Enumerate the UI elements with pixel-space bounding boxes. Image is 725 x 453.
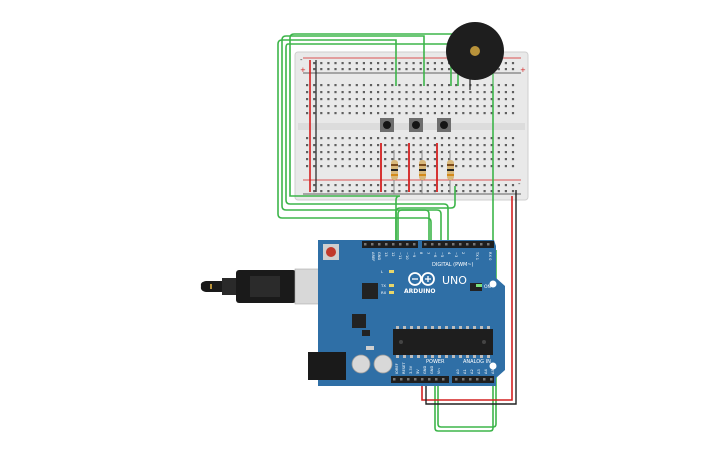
- rail-minus-label-top: -: [300, 56, 303, 64]
- analog-pin-label: A1: [463, 369, 467, 374]
- analog-pin-label: A0: [456, 369, 460, 374]
- led-label: TX: [380, 283, 386, 288]
- on-label: ON: [484, 284, 491, 290]
- power-jack[interactable]: [308, 352, 346, 380]
- crystal: [366, 346, 374, 350]
- digital-pin-label: 8: [419, 252, 423, 255]
- digital-pin-label: 4: [447, 252, 451, 255]
- power-wire-black[interactable]: [425, 190, 517, 405]
- analog-label: ANALOG IN: [463, 359, 491, 365]
- led-label: RX: [381, 290, 387, 295]
- mount-hole-3: [489, 362, 497, 370]
- resistor-3[interactable]: [447, 150, 454, 194]
- digital-pin-label: ~6: [433, 252, 437, 258]
- digital-pin-label: ~11: [398, 252, 402, 260]
- digital-pin-label: 7: [426, 252, 430, 254]
- capacitor-1: [351, 354, 371, 374]
- led-rx: [389, 291, 394, 294]
- analog-pin-label: A3: [477, 369, 481, 374]
- digital-pin-label: ~3: [454, 252, 458, 257]
- push-button-3[interactable]: [437, 118, 451, 132]
- digital-pin-label: AREF: [371, 252, 375, 261]
- power-pin-label: RESET: [402, 362, 406, 374]
- analog-pin-label: A2: [470, 369, 474, 374]
- led-on: [476, 284, 482, 287]
- led-l: [389, 270, 394, 273]
- power-pin-label: GND: [430, 366, 434, 374]
- power-pin-label: 5V: [416, 369, 420, 374]
- reset-button[interactable]: [323, 244, 339, 260]
- push-button-2[interactable]: [409, 118, 423, 132]
- led-label: L: [381, 269, 384, 274]
- rail-plus-label-right: +: [520, 66, 526, 74]
- resistor-1[interactable]: [391, 150, 398, 194]
- digital-pin-label: 13: [384, 252, 388, 257]
- digital-header-right[interactable]: [422, 241, 494, 248]
- green-wire-loops[interactable]: [277, 33, 459, 245]
- analog-header[interactable]: [452, 376, 494, 383]
- digital-pin-label: TX 1: [475, 251, 479, 260]
- power-pin-label: Vin: [437, 368, 441, 374]
- push-button-1[interactable]: [380, 118, 394, 132]
- atmega-chip: [393, 326, 493, 358]
- brand-text: ARDUINO: [404, 288, 435, 295]
- digital-pin-label: ~10: [405, 252, 409, 260]
- capacitor-2: [373, 354, 393, 374]
- digital-pin-label: ~9: [412, 252, 416, 258]
- rail-plus-label-top: +: [300, 66, 306, 74]
- arduino-uno-board[interactable]: ARDUINO UNO ON DIGITAL (PWM~) POWER ANAL…: [308, 240, 505, 386]
- power-label: POWER: [426, 359, 445, 365]
- digital-pin-label: 12: [391, 252, 395, 257]
- breadboard-holes: [306, 62, 515, 193]
- power-wire-green[interactable]: [437, 250, 497, 428]
- power-pin-label: IOREF: [395, 363, 399, 374]
- usb-chip: [362, 283, 378, 299]
- arduino-logo-icon: [408, 272, 435, 286]
- power-pin-label: GND: [423, 366, 427, 374]
- digital-pin-label: GND: [377, 252, 381, 260]
- power-header[interactable]: [391, 376, 449, 383]
- digital-pin-label: ~5: [440, 252, 444, 257]
- analog-pin-label: A5: [491, 369, 495, 374]
- led-tx: [389, 284, 394, 287]
- rail-minus-label-bottom: -: [518, 180, 521, 188]
- buzzer-wire-green[interactable]: [434, 86, 494, 432]
- digital-pin-label: 2: [461, 252, 465, 254]
- analog-pin-label: A4: [484, 369, 488, 374]
- digital-label: DIGITAL (PWM~): [432, 262, 474, 268]
- power-wire-red[interactable]: [421, 196, 513, 401]
- digital-header-left[interactable]: [362, 241, 418, 248]
- power-pin-label: 3.3V: [409, 365, 413, 374]
- resistor-2[interactable]: [419, 150, 426, 194]
- mount-hole-2: [489, 280, 497, 288]
- piezo-buzzer[interactable]: [446, 22, 504, 90]
- voltage-regulator: [352, 314, 366, 328]
- smd-part: [362, 330, 370, 336]
- digital-pin-label: RX 0: [488, 252, 492, 261]
- model-text: UNO: [442, 274, 467, 287]
